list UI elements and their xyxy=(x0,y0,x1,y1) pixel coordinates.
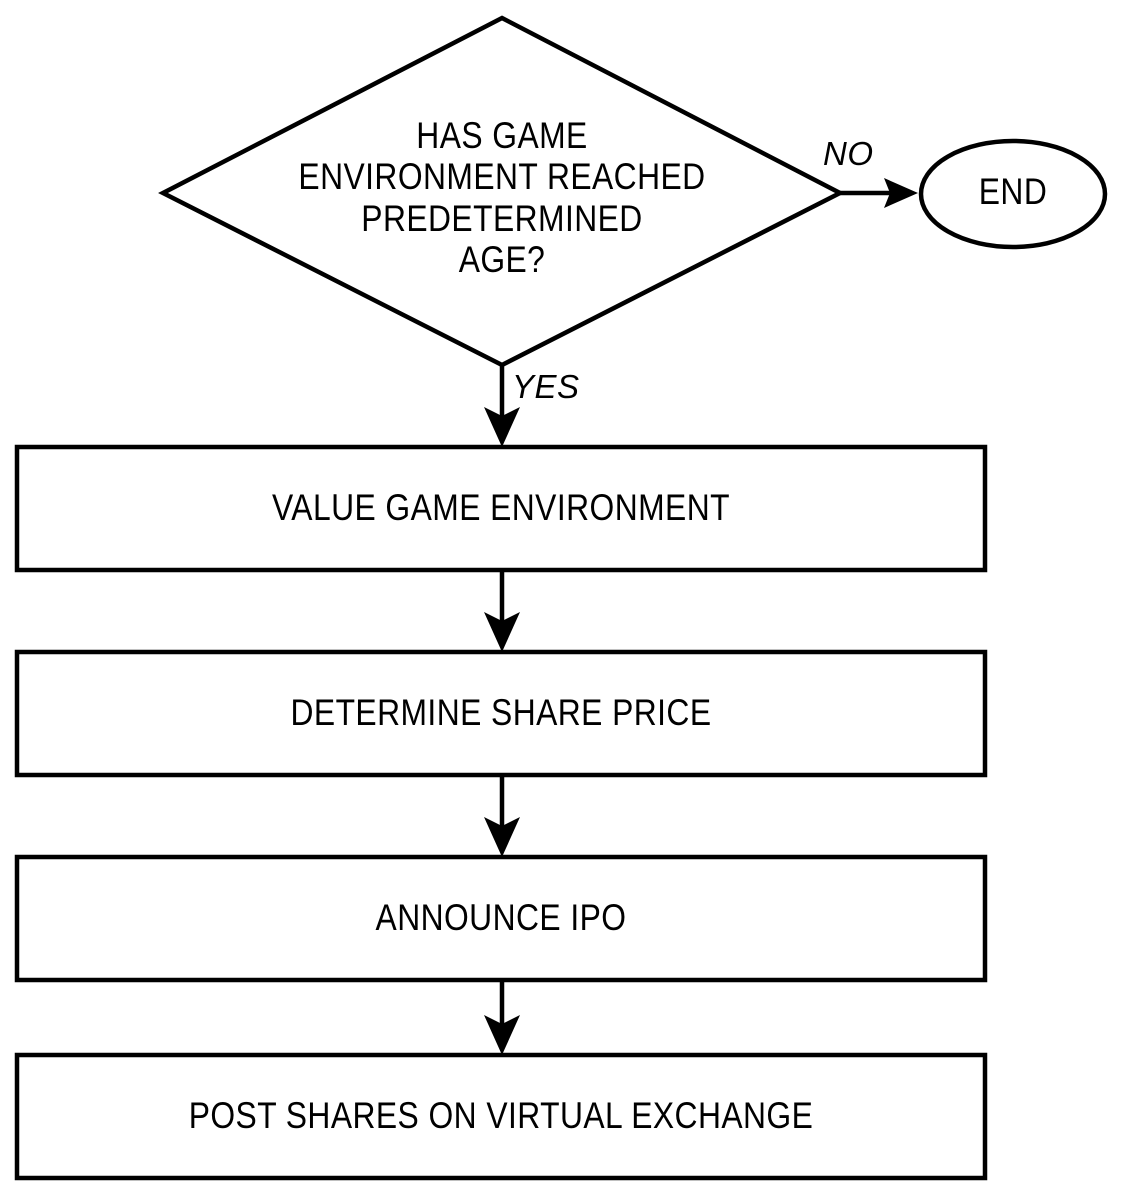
process-box-2-label: DETERMINE SHARE PRICE xyxy=(290,692,712,733)
connector-1-arrowhead xyxy=(484,612,520,652)
connector-3-arrowhead xyxy=(484,1015,520,1055)
edge-label-no: NO xyxy=(823,135,874,172)
process-box-4-label: POST SHARES ON VIRTUAL EXCHANGE xyxy=(188,1095,814,1136)
decision-label: HAS GAME ENVIRONMENT REACHED PREDETERMIN… xyxy=(298,115,706,281)
connector-2-arrowhead xyxy=(484,817,520,857)
no-connector-arrowhead xyxy=(884,178,918,208)
process-box-3-label: ANNOUNCE IPO xyxy=(375,897,627,938)
process-box-4-shape[interactable] xyxy=(14,1052,988,1181)
edge-label-yes: YES xyxy=(512,368,580,405)
end-terminator-label: END xyxy=(978,171,1048,212)
process-box-1-label: VALUE GAME ENVIRONMENT xyxy=(272,487,730,528)
end-oval-shape[interactable] xyxy=(918,138,1108,250)
yes-connector-arrowhead xyxy=(484,407,520,447)
